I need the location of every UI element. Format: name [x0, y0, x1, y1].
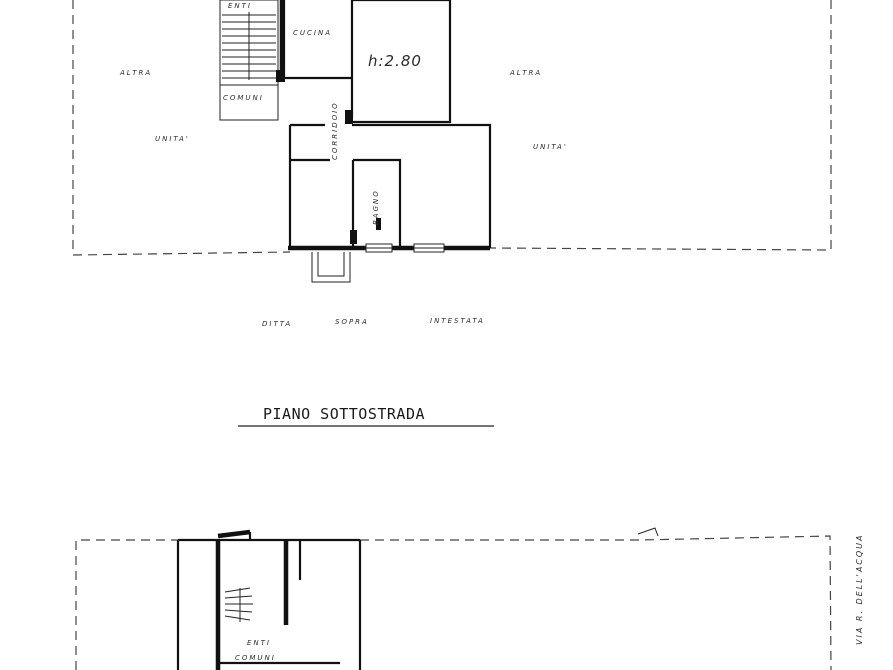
label-note-1: DITTA: [262, 320, 292, 328]
label-stair-top: ENTI: [228, 2, 252, 10]
stair-frame: [219, 0, 279, 121]
label-unit-left: UNITA': [155, 135, 190, 143]
entry-steps: [311, 252, 351, 283]
label-corridor: CORRIDOIO: [331, 101, 339, 160]
lower-wall-outer: [176, 538, 362, 670]
staircase-upper: [219, 0, 279, 121]
lower-boundary-left: [75, 539, 178, 670]
section-heading: PIANO SOTTOSTRADA: [238, 405, 494, 427]
label-enti: ENTI: [247, 639, 271, 647]
wall-kitchen: [282, 0, 354, 118]
door-jamb-3: [350, 230, 357, 244]
label-note-2: SOPRA: [335, 318, 369, 326]
upper-walls: [276, 0, 492, 251]
wall-room-right: [352, 0, 452, 124]
front-windows: [365, 243, 445, 253]
lower-notch: [637, 527, 659, 537]
upper-boundary-left: [72, 0, 291, 256]
lower-wall-inner: [218, 532, 340, 665]
label-unit-right: UNITA': [533, 143, 568, 151]
label-height: h:2.80: [368, 52, 422, 70]
stair-treads: [222, 12, 276, 80]
section-title: PIANO SOTTOSTRADA: [263, 405, 425, 423]
label-kitchen: CUCINA: [293, 29, 332, 37]
lower-wall-stair: [215, 529, 289, 670]
label-common: COMUNI: [223, 94, 264, 102]
door-jamb-2: [376, 218, 381, 230]
label-other-right: ALTRA: [509, 69, 542, 77]
label-other-left: ALTRA: [119, 69, 152, 77]
lower-stair-treads: [224, 587, 253, 622]
label-bathroom: BAGNO: [372, 189, 380, 225]
wall-corridor: [288, 123, 492, 248]
upper-floor-plan: ENTI CUCINA h:2.80 COMUNI ALTRA ALTRA UN…: [72, 0, 832, 328]
lower-floor-plan: ENTI COMUNI VIA R. DELL'ACQUA: [75, 527, 864, 670]
label-comuni: COMUNI: [235, 654, 276, 662]
lower-boundary-right: [360, 535, 832, 670]
door-jamb-1: [345, 110, 353, 124]
lower-walls: [176, 529, 362, 670]
label-note-3: INTESTATA: [430, 317, 485, 325]
upper-boundary-right: [489, 0, 832, 251]
label-street: VIA R. DELL'ACQUA: [855, 533, 864, 645]
door-jamb-4: [276, 70, 285, 82]
